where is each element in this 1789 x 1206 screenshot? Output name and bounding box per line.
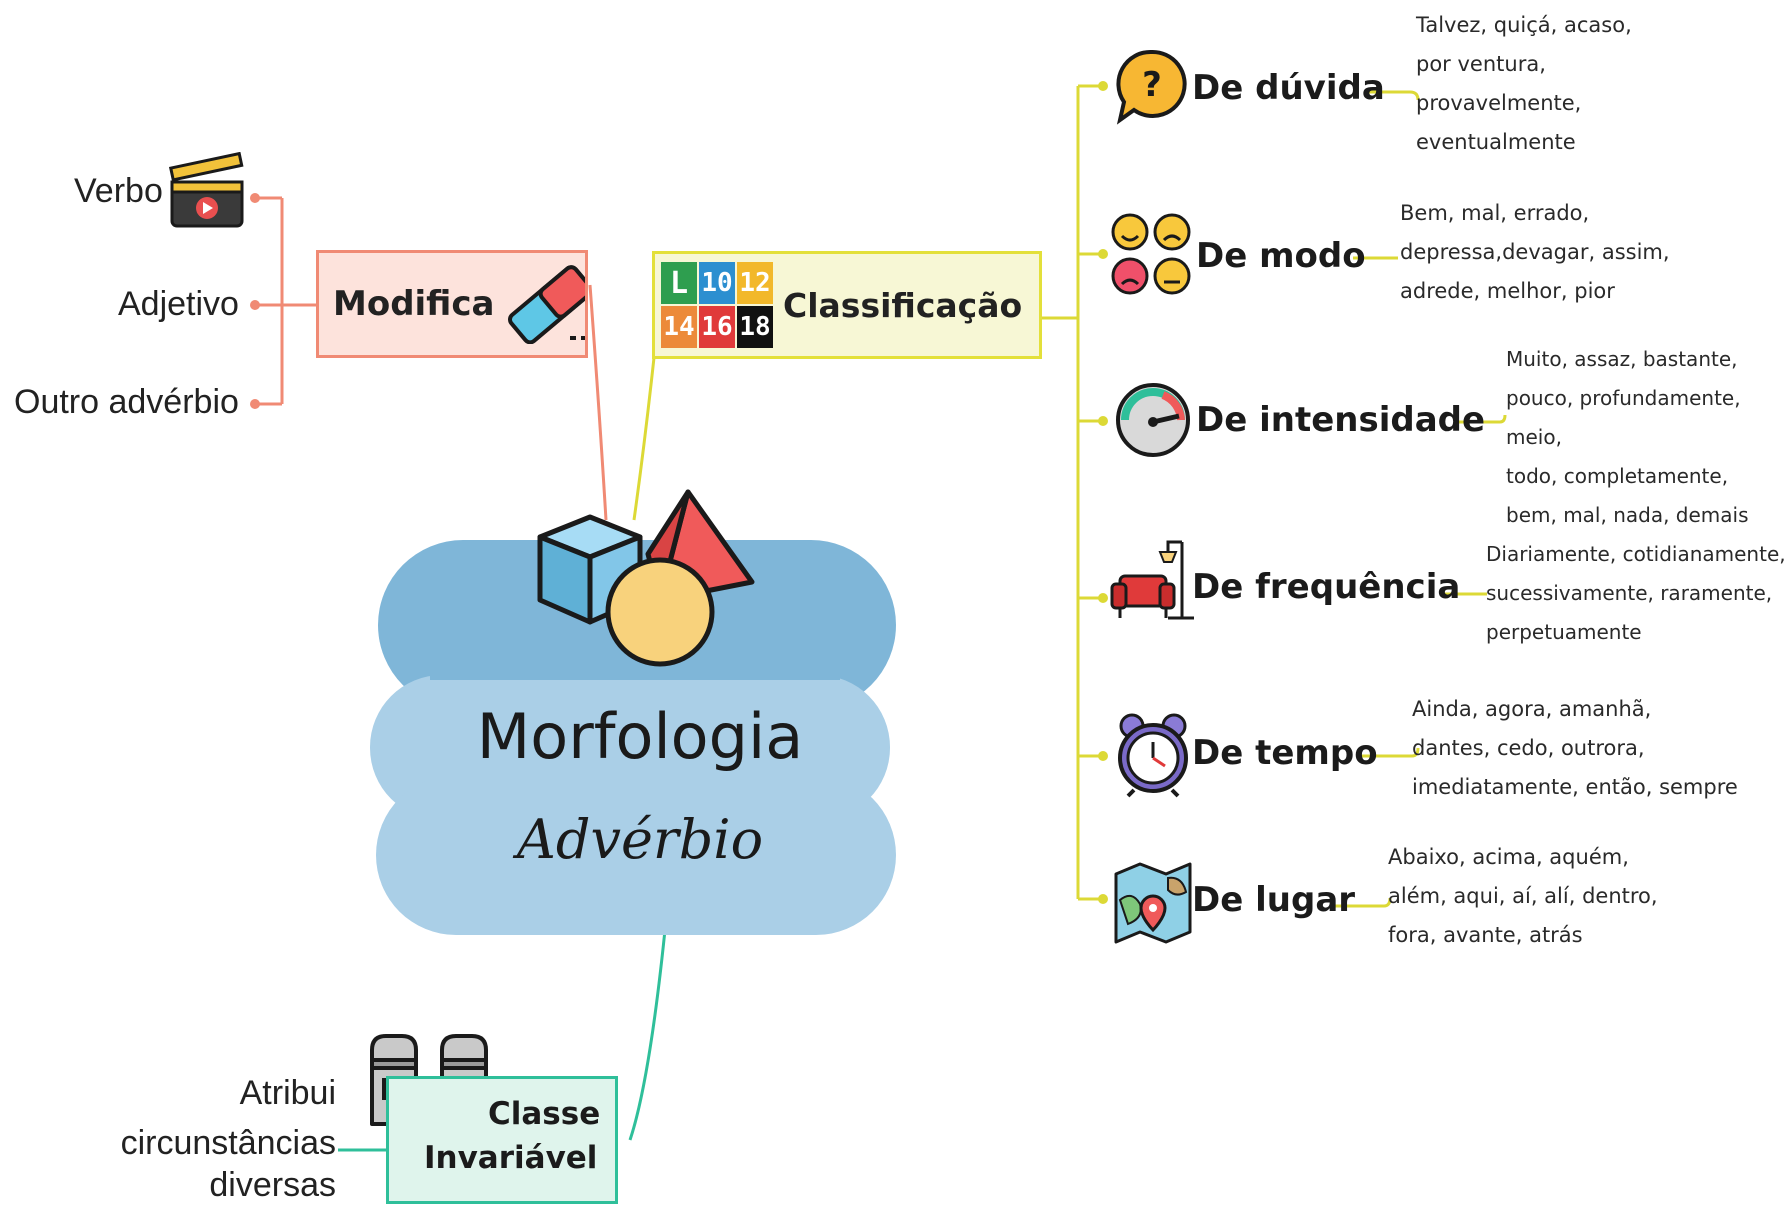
invariavel-note-line3: diversas (209, 1166, 336, 1204)
speedometer-icon (1116, 383, 1190, 457)
rating-16: 16 (699, 306, 735, 348)
clapperboard-icon (168, 152, 244, 228)
geometry-shapes-icon (537, 489, 755, 667)
invariavel-node[interactable] (386, 1076, 618, 1204)
invariavel-label-line2: Invariável (424, 1140, 598, 1176)
class-dot-3 (1098, 416, 1108, 426)
center-title: Morfologia (476, 700, 804, 773)
question-bubble-icon: ? (1116, 49, 1187, 125)
invariavel-label-line1: Classe (488, 1096, 601, 1132)
rating-18: 18 (737, 306, 773, 348)
class-dot-4 (1098, 593, 1108, 603)
category-examples-duvida: Talvez, quiçá, acaso, por ventura, prova… (1416, 13, 1632, 154)
category-title-tempo[interactable]: De tempo (1192, 733, 1378, 773)
map-pin-icon (1114, 862, 1192, 944)
class-dot-2 (1098, 249, 1108, 259)
invariavel-note-line2: circunstâncias (120, 1124, 336, 1162)
modifica-dot-outro (250, 399, 260, 409)
inv-connectors (338, 919, 668, 1152)
modifica-dot-adjetivo (250, 300, 260, 310)
class-dot-1 (1098, 81, 1108, 91)
category-title-duvida[interactable]: De dúvida (1192, 68, 1385, 108)
class-dot-5 (1098, 751, 1108, 761)
invariavel-note-line1: Atribui (239, 1074, 336, 1112)
modifica-dot-verbo (250, 193, 260, 203)
classificacao-node[interactable]: L 10 12 14 16 18 Classificação (652, 251, 1042, 359)
modifica-item-outro-adverbio: Outro advérbio (14, 383, 239, 421)
emoji-faces-icon (1111, 213, 1191, 295)
rating-12: 12 (737, 262, 773, 304)
category-title-lugar[interactable]: De lugar (1192, 880, 1356, 920)
classificacao-label: Classificação (783, 285, 1023, 325)
category-examples-lugar: Abaixo, acima, aquém, além, aqui, aí, al… (1388, 845, 1658, 947)
modifica-connectors (255, 196, 608, 521)
center-subtitle: Advérbio (516, 808, 764, 871)
modifica-label: Modifica (333, 284, 495, 324)
category-title-frequencia[interactable]: De frequência (1192, 567, 1461, 607)
modifica-node[interactable]: Modifica (316, 250, 588, 358)
rating-14: 14 (661, 306, 697, 348)
armchair-lamp-icon (1110, 540, 1194, 620)
category-title-intensidade[interactable]: De intensidade (1196, 400, 1486, 440)
eraser-icon (508, 265, 585, 344)
age-rating-icon: L 10 12 14 16 18 (661, 262, 773, 348)
alarm-clock-icon (1118, 713, 1188, 798)
class-dot-6 (1098, 894, 1108, 904)
svg-text:?: ? (1142, 65, 1162, 105)
rating-l: L (661, 262, 697, 304)
category-title-modo[interactable]: De modo (1196, 236, 1366, 276)
category-examples-tempo: Ainda, agora, amanhã, dantes, cedo, outr… (1412, 697, 1738, 799)
rating-10: 10 (699, 262, 735, 304)
category-examples-intensidade: Muito, assaz, bastante, pouco, profundam… (1506, 347, 1749, 527)
category-examples-frequencia: Diariamente, cotidianamente, sucessivame… (1486, 542, 1786, 644)
modifica-item-adjetivo: Adjetivo (118, 285, 239, 323)
modifica-item-verbo: Verbo (74, 172, 163, 210)
category-examples-modo: Bem, mal, errado, depressa,devagar, assi… (1400, 201, 1670, 303)
